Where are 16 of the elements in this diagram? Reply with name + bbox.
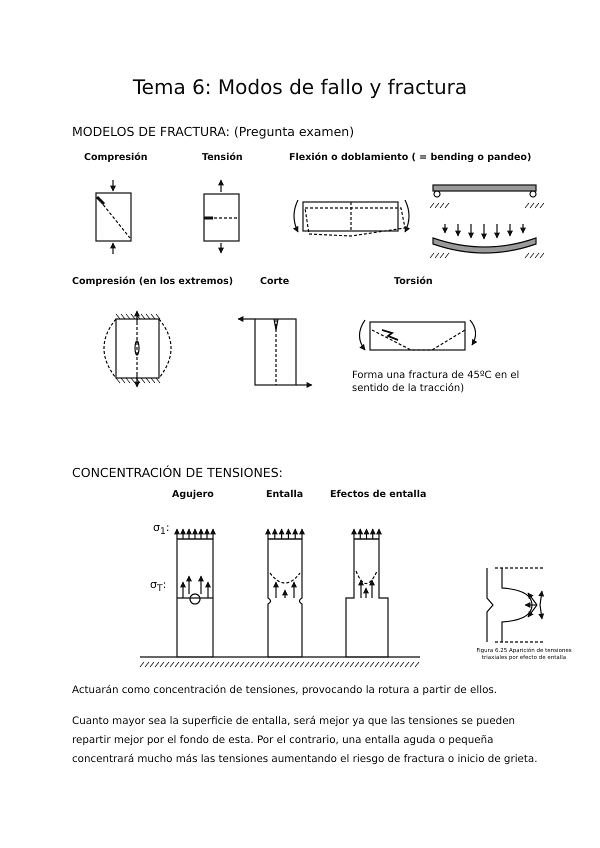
figure-label: Corte xyxy=(260,276,290,288)
page-title: Tema 6: Modos de fallo y fractura xyxy=(132,74,468,100)
figure-label: Compresión xyxy=(84,152,149,164)
figure-label: Tensión xyxy=(202,152,244,164)
body-paragraph: Cuanto mayor sea la superficie de entalla, será mejor ya que las tensiones se pueden repartir mejor por el fondo de esta. Por el contrario, una entalla aguda o pequeña concentrará mucho más las tensiones aumentando el riesgo de fractura o inicio de grieta. xyxy=(72,714,539,767)
figure-label: Torsión xyxy=(394,276,434,288)
section-heading: CONCENTRACIÓN DE TENSIONES: xyxy=(72,465,284,482)
stress-symbol: σ$_{1}$: xyxy=(153,521,171,538)
note-text: Forma una fractura de 45ºC en el sentido de la tracción) xyxy=(352,369,520,395)
figure-label: Flexión o doblamiento ( = bending o pandeo) xyxy=(289,152,532,164)
figure-label: Agujero xyxy=(172,489,215,502)
figure-label: Entalla xyxy=(266,489,304,502)
body-paragraph: Actuarán como concentración de tensiones, provocando la rotura a partir de ellos. xyxy=(72,683,498,698)
stress-symbol: σ$_{T}$: xyxy=(150,578,168,596)
figure-label: Efectos de entalla xyxy=(330,489,428,502)
section-heading: MODELOS DE FRACTURA: (Pregunta examen) xyxy=(72,124,356,140)
